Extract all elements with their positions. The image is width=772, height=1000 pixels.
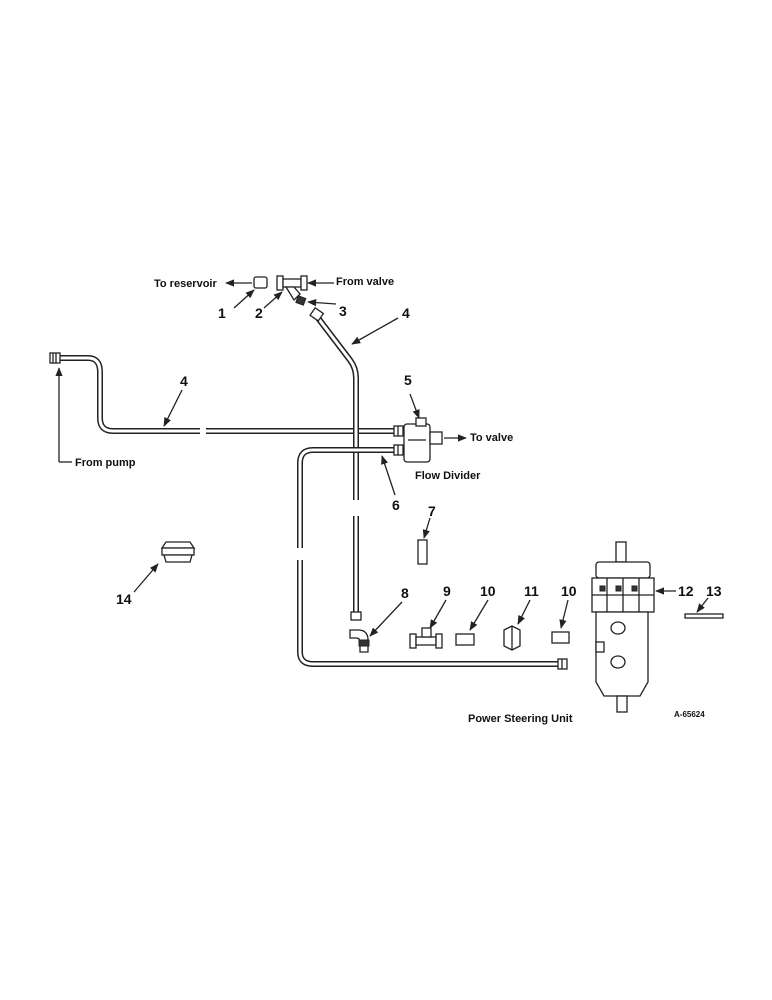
- part-5-flow-divider: [403, 417, 443, 463]
- callout-11: 11: [524, 583, 539, 599]
- part-9-tee: [409, 627, 443, 649]
- callout-4-upper: 4: [402, 305, 410, 321]
- pipe-6-upper: [297, 447, 396, 548]
- callout-10-a: 10: [480, 583, 496, 599]
- callout-13: 13: [706, 583, 722, 599]
- part-10-coupling-b: [551, 631, 570, 644]
- callout-9: 9: [443, 583, 451, 599]
- from-valve-label: From valve: [336, 276, 394, 288]
- pipe-6-lower: [297, 560, 560, 667]
- flow-divider-label: Flow Divider: [415, 470, 481, 482]
- part-12-power-steering-unit: [591, 541, 655, 713]
- part-14-cap: [160, 541, 196, 563]
- part-8-elbow: [349, 629, 370, 653]
- callout-12: 12: [678, 583, 694, 599]
- part-3-fitting: [295, 295, 307, 306]
- pipes: [60, 316, 560, 667]
- to-reservoir-label: To reservoir: [154, 278, 217, 290]
- callout-2: 2: [255, 305, 263, 321]
- pipe-4-from-pump: [60, 355, 200, 434]
- callout-3: 3: [339, 303, 347, 319]
- callout-14: 14: [116, 591, 132, 607]
- from-pump-label: From pump: [75, 457, 136, 469]
- figure-id-label: A-65624: [674, 710, 705, 719]
- leader-lines: [55, 279, 709, 637]
- part-11-adapter: [503, 625, 521, 651]
- callout-4-left: 4: [180, 373, 188, 389]
- to-valve-label: To valve: [470, 432, 513, 444]
- part-13-rod: [684, 613, 724, 619]
- callout-7: 7: [428, 503, 436, 519]
- callout-10-b: 10: [561, 583, 577, 599]
- power-steering-unit-label: Power Steering Unit: [468, 713, 573, 725]
- pipe-end-fittings: [49, 306, 568, 670]
- part-7-spacer: [417, 539, 428, 565]
- part-2-strainer: [276, 275, 308, 302]
- callout-8: 8: [401, 585, 409, 601]
- part-1-fitting: [253, 276, 268, 289]
- callout-5: 5: [404, 372, 412, 388]
- part-10-coupling-a: [455, 633, 475, 646]
- callout-6: 6: [392, 497, 400, 513]
- callout-1: 1: [218, 305, 226, 321]
